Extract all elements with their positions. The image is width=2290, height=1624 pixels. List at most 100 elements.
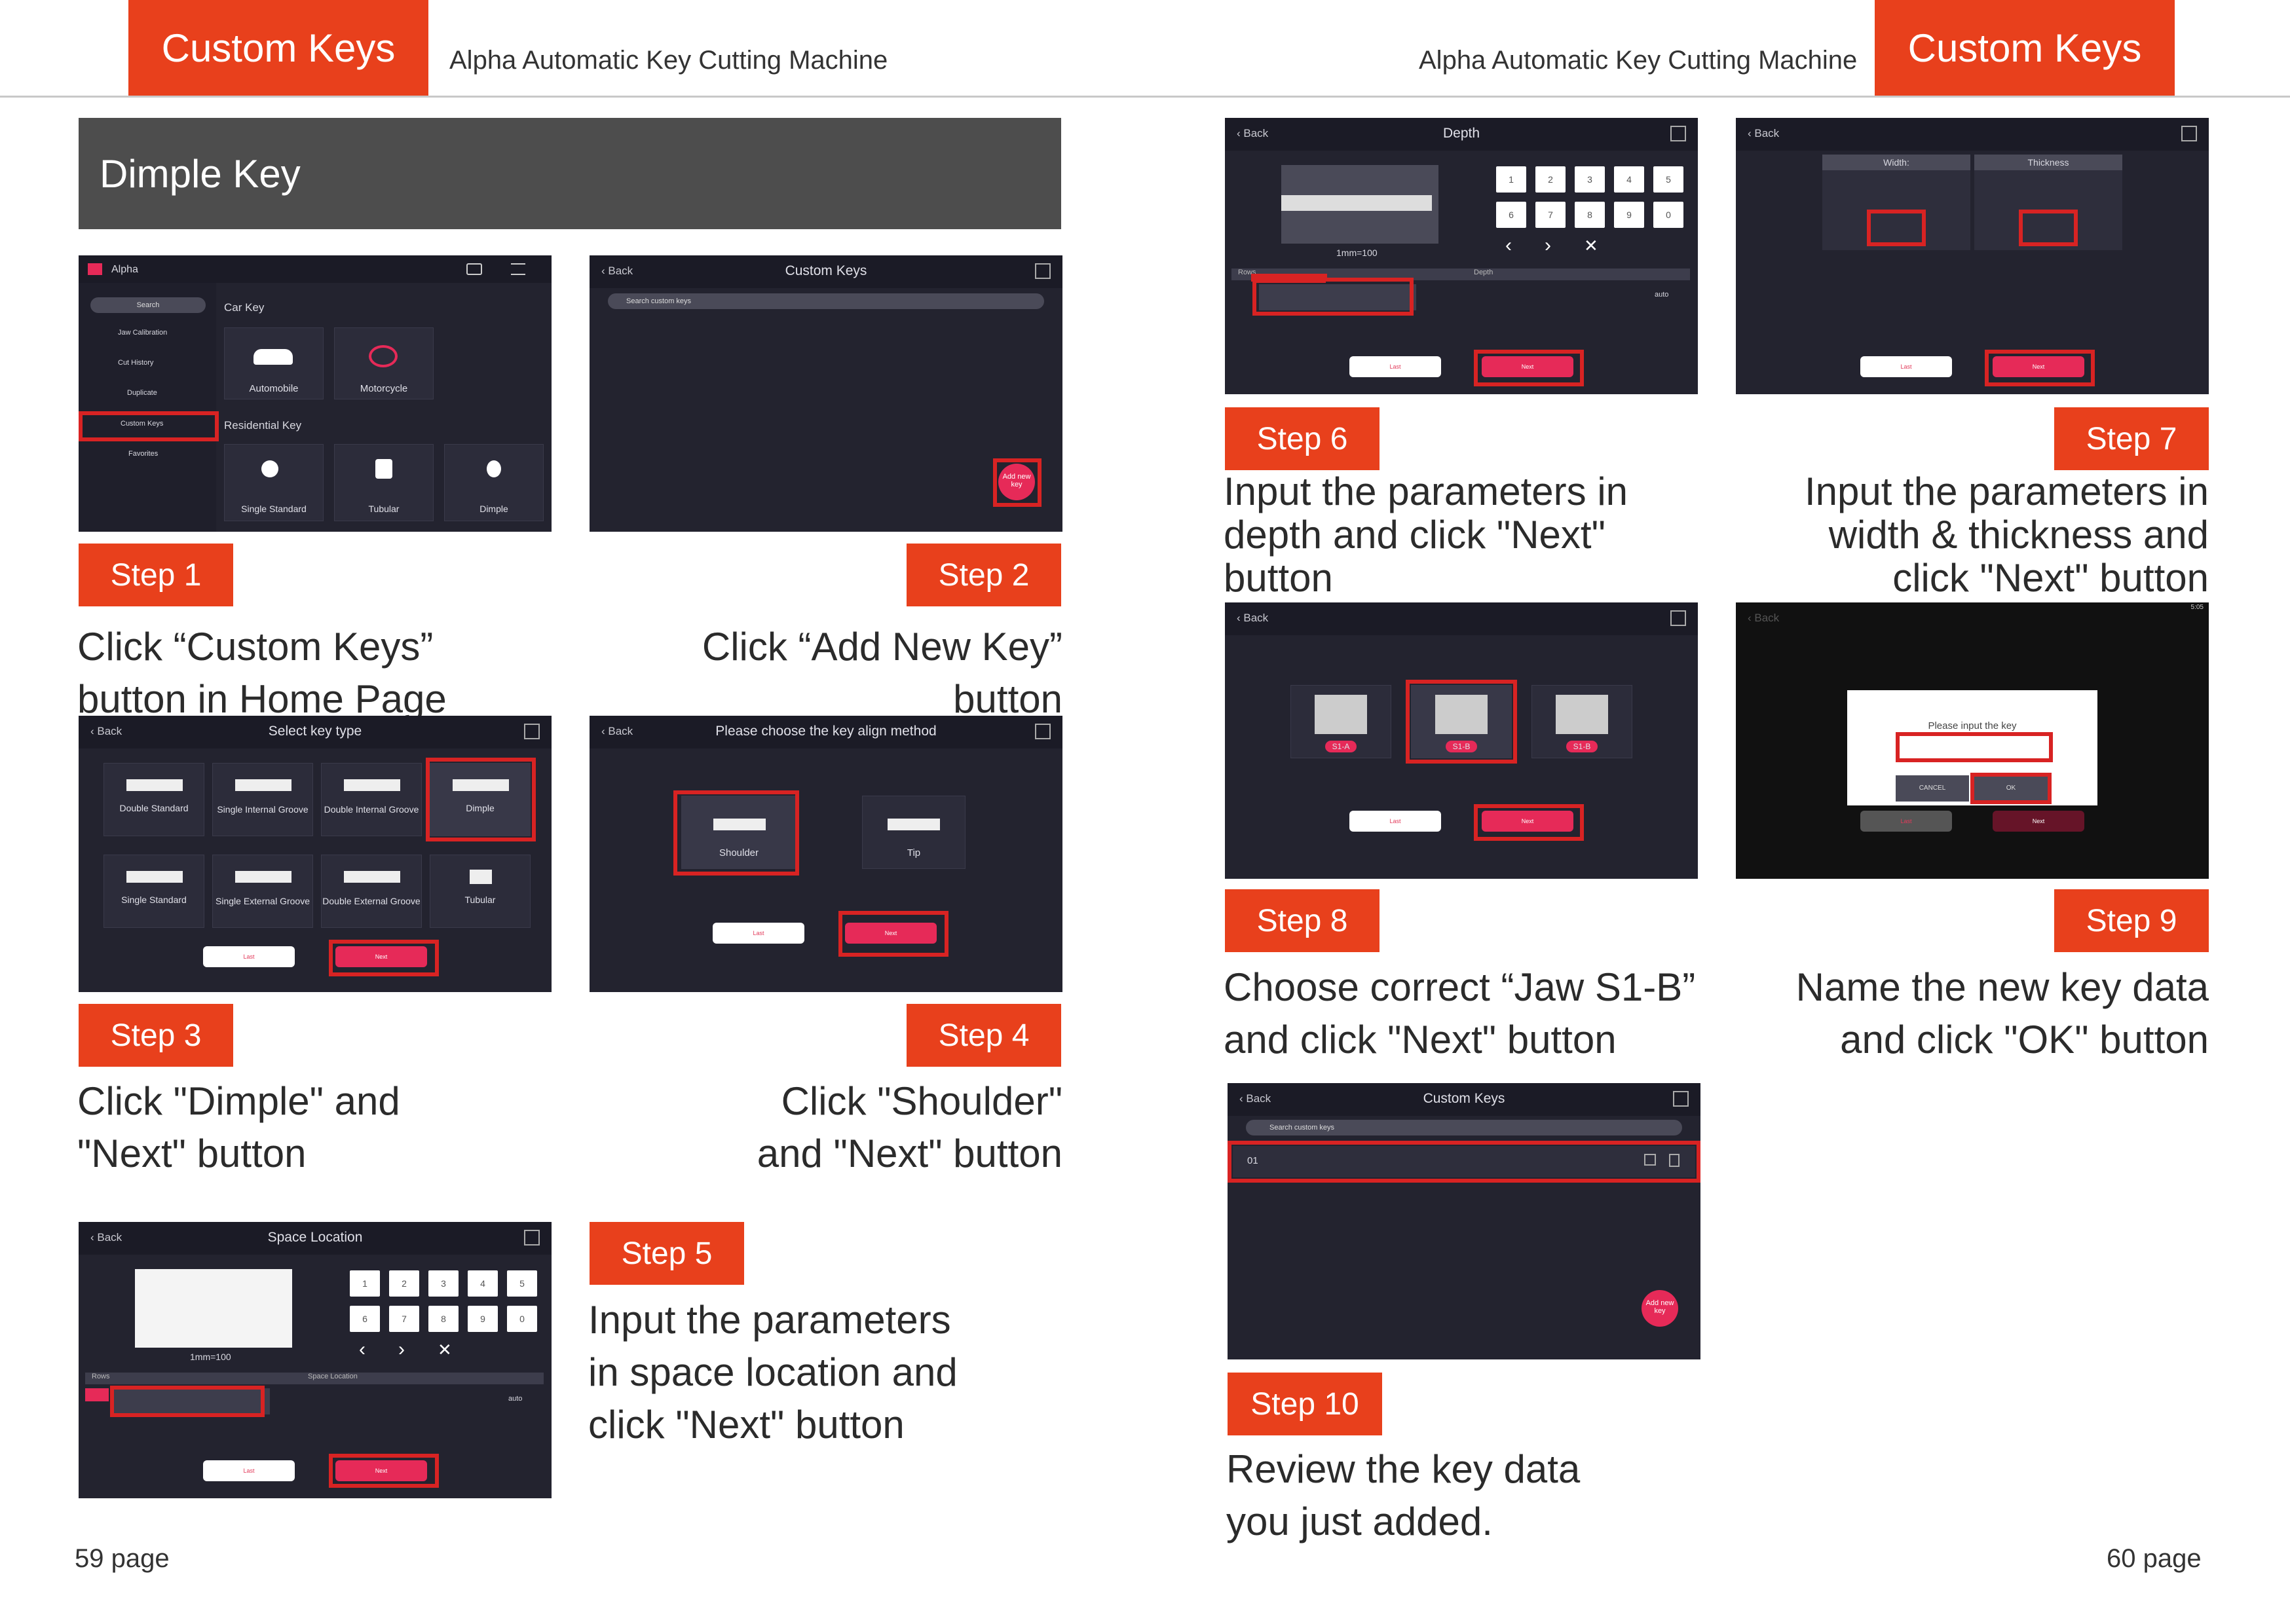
type-tile[interactable]: Tubular <box>430 855 531 928</box>
keypad-key[interactable]: 9 <box>468 1306 498 1332</box>
next-button[interactable]: Next <box>1482 811 1573 832</box>
keypad-key[interactable]: 6 <box>1496 202 1526 228</box>
home-icon[interactable] <box>1670 126 1686 141</box>
tile-motorcycle[interactable]: Motorcycle <box>334 327 434 399</box>
home-icon[interactable] <box>1673 1091 1689 1107</box>
keypad-key[interactable]: 8 <box>428 1306 459 1332</box>
trash-icon[interactable] <box>1669 1154 1680 1167</box>
search-input[interactable]: Search custom keys <box>608 293 1044 309</box>
back-button[interactable]: ‹ Back <box>1748 127 1780 139</box>
keypad-key[interactable]: 7 <box>1535 202 1566 228</box>
back-button[interactable]: ‹ Back <box>601 725 633 737</box>
type-tile-dimple[interactable]: Dimple <box>430 763 531 836</box>
width-input-highlight[interactable] <box>1867 210 1926 246</box>
jaw-option[interactable]: S1-B <box>1531 685 1632 758</box>
tile-tubular[interactable]: Tubular <box>334 444 434 521</box>
sidebar-item-cut-history[interactable]: Cut History <box>118 359 154 367</box>
back-button[interactable]: ‹ Back <box>1748 612 1780 624</box>
back-button[interactable]: ‹ Back <box>1237 612 1269 624</box>
next-button[interactable]: Next <box>845 923 937 944</box>
back-button[interactable]: ‹ Back <box>1237 127 1269 139</box>
keypad-key[interactable]: 9 <box>1614 202 1644 228</box>
tile-single-standard[interactable]: Single Standard <box>224 444 324 521</box>
step-label: Step 7 <box>2086 421 2177 456</box>
last-button[interactable]: Last <box>1860 811 1952 832</box>
thickness-input-highlight[interactable] <box>2019 210 2078 246</box>
last-button[interactable]: Last <box>1349 811 1441 832</box>
home-icon[interactable] <box>1670 610 1686 626</box>
last-button[interactable]: Last <box>203 946 295 967</box>
edit-icon[interactable] <box>1644 1154 1656 1166</box>
back-button[interactable]: ‹ Back <box>1239 1092 1271 1105</box>
list-item[interactable]: 01 <box>1233 1146 1695 1177</box>
next-button[interactable]: Next <box>335 1460 427 1481</box>
type-tile[interactable]: Single External Groove <box>212 855 313 928</box>
arrow-right-icon[interactable]: › <box>398 1338 405 1360</box>
back-button[interactable]: ‹ Back <box>601 265 633 277</box>
add-new-key-button[interactable]: Add new key <box>998 464 1035 500</box>
menu-icon[interactable] <box>511 263 525 275</box>
keypad-key[interactable]: 2 <box>389 1270 419 1297</box>
type-tile[interactable]: Single Standard <box>103 855 204 928</box>
keypad-key[interactable]: 8 <box>1575 202 1605 228</box>
home-icon[interactable] <box>524 1230 540 1246</box>
keypad-key[interactable]: 0 <box>1653 202 1683 228</box>
arrow-left-icon[interactable]: ‹ <box>359 1338 366 1360</box>
search-input[interactable]: Search custom keys <box>1246 1120 1682 1135</box>
back-button[interactable]: ‹ Back <box>90 725 122 737</box>
keypad-key[interactable]: 1 <box>1496 166 1526 193</box>
keypad-key[interactable]: 3 <box>428 1270 459 1297</box>
delete-icon[interactable]: ✕ <box>438 1340 452 1359</box>
align-option-shoulder[interactable]: Shoulder <box>681 796 797 869</box>
table-row[interactable] <box>113 1388 270 1414</box>
jaw-option-selected[interactable]: S1-B <box>1411 685 1512 758</box>
home-icon[interactable] <box>2181 126 2197 141</box>
tile-automobile[interactable]: Automobile <box>224 327 324 399</box>
keypad-key[interactable]: 5 <box>1653 166 1683 193</box>
last-button[interactable]: Last <box>1349 356 1441 377</box>
last-button[interactable]: Last <box>1860 356 1952 377</box>
arrow-right-icon[interactable]: › <box>1545 234 1551 256</box>
key-name-input[interactable] <box>1896 732 2053 762</box>
ok-button[interactable]: OK <box>1974 775 2048 802</box>
type-tile[interactable]: Single Internal Groove <box>212 763 313 836</box>
tile-dimple[interactable]: Dimple <box>444 444 544 521</box>
sidebar-item-custom-keys[interactable]: Custom Keys <box>121 420 164 428</box>
arrow-left-icon[interactable]: ‹ <box>1505 234 1512 256</box>
keypad-key[interactable]: 4 <box>468 1270 498 1297</box>
home-icon[interactable] <box>524 724 540 739</box>
delete-icon[interactable]: ✕ <box>1584 236 1598 255</box>
next-label: Next <box>884 930 897 936</box>
sidebar-item-favorites[interactable]: Favorites <box>128 450 159 458</box>
last-button[interactable]: Last <box>203 1460 295 1481</box>
table-row[interactable] <box>85 1388 109 1401</box>
keypad-key[interactable]: 2 <box>1535 166 1566 193</box>
home-icon[interactable] <box>1035 263 1051 279</box>
message-icon[interactable] <box>466 263 482 275</box>
keypad-key[interactable]: 1 <box>350 1270 380 1297</box>
keypad-key[interactable]: 4 <box>1614 166 1644 193</box>
next-button[interactable]: Next <box>1993 811 2084 832</box>
next-button[interactable]: Next <box>1482 356 1573 377</box>
align-option-tip[interactable]: Tip <box>862 796 966 869</box>
jaw-option[interactable]: S1-A <box>1290 685 1391 758</box>
last-button[interactable]: Last <box>713 923 804 944</box>
keypad-key[interactable]: 7 <box>389 1306 419 1332</box>
keypad-key[interactable]: 6 <box>350 1306 380 1332</box>
add-new-key-button[interactable]: Add new key <box>1642 1290 1678 1327</box>
back-button[interactable]: ‹ Back <box>90 1231 122 1244</box>
next-button[interactable]: Next <box>335 946 427 967</box>
sidebar-search[interactable]: Search <box>90 297 206 313</box>
home-icon[interactable] <box>1035 724 1051 739</box>
cancel-button[interactable]: CANCEL <box>1896 775 1969 802</box>
keypad-key[interactable]: 0 <box>507 1306 537 1332</box>
keypad-key[interactable]: 5 <box>507 1270 537 1297</box>
keypad-key[interactable]: 3 <box>1575 166 1605 193</box>
next-button[interactable]: Next <box>1993 356 2084 377</box>
table-row[interactable] <box>1259 284 1416 310</box>
type-tile[interactable]: Double Standard <box>103 763 204 836</box>
sidebar-item-jaw-calibration[interactable]: Jaw Calibration <box>118 329 168 337</box>
type-tile[interactable]: Double External Groove <box>321 855 422 928</box>
sidebar-item-duplicate[interactable]: Duplicate <box>127 389 157 397</box>
type-tile[interactable]: Double Internal Groove <box>321 763 422 836</box>
